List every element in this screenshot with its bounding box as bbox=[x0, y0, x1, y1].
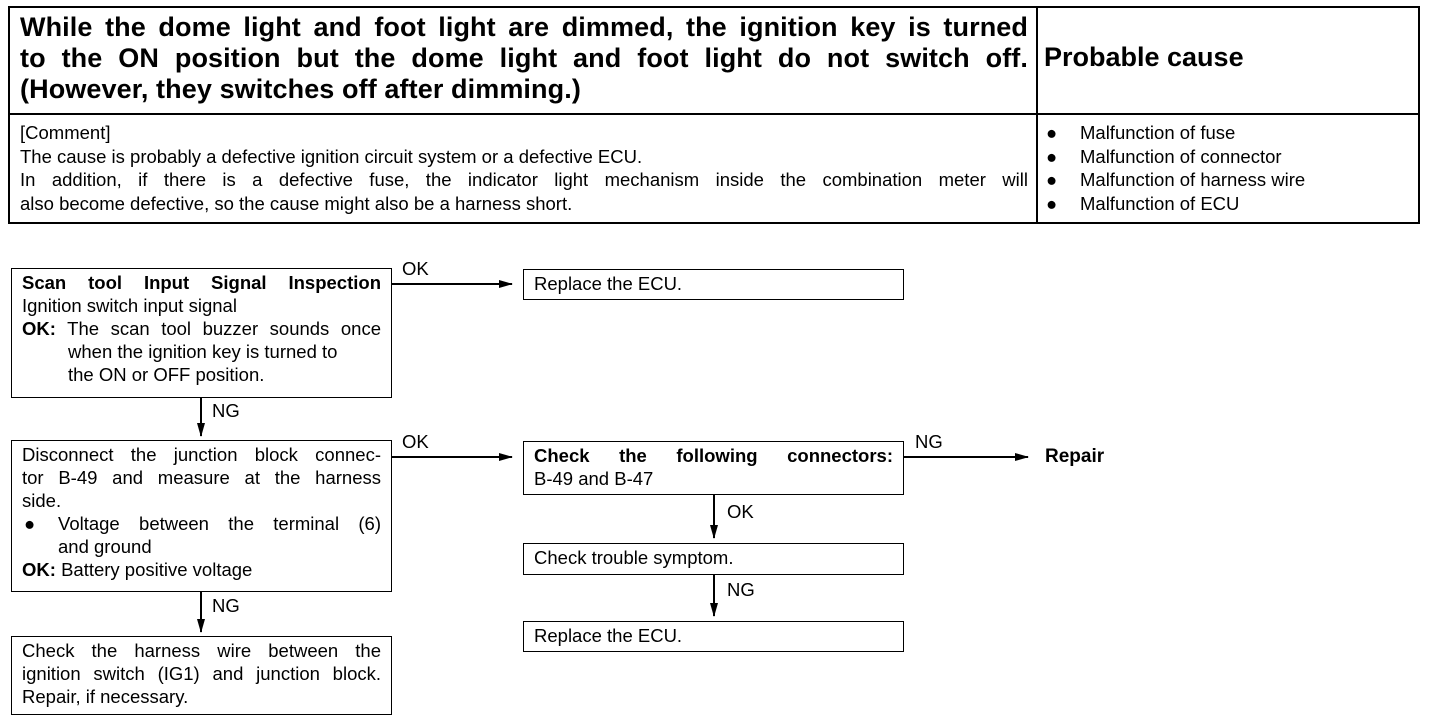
box-text: Battery positive voltage bbox=[61, 559, 253, 580]
box-text: Voltage between the terminal (6) bbox=[58, 513, 381, 534]
comment-line: [Comment] bbox=[20, 122, 111, 143]
table-row-divider bbox=[8, 113, 1420, 115]
box-text: Replace the ECU. bbox=[534, 625, 683, 646]
comment-line: In addition, if there is a defective fus… bbox=[20, 169, 1028, 190]
box-text: side. bbox=[22, 490, 62, 511]
table-column-divider bbox=[1036, 6, 1038, 224]
replace-ecu-box-1: Replace the ECU. bbox=[523, 269, 904, 300]
box-text: Disconnect the junction block connec- bbox=[22, 444, 381, 465]
cause-item: ● Malfunction of harness wire bbox=[1046, 168, 1406, 192]
symptom-title-line: While the dome light and foot light are … bbox=[20, 12, 1028, 42]
box-text: tor B-49 and measure at the harness bbox=[22, 467, 381, 488]
check-trouble-symptom-box: Check trouble symptom. bbox=[523, 543, 904, 575]
box-text: Ignition switch input signal bbox=[22, 295, 237, 316]
ok-label: OK bbox=[402, 431, 429, 452]
bullet-icon: ● bbox=[1046, 122, 1058, 143]
box-text: B-49 and B-47 bbox=[534, 468, 654, 489]
check-connectors-box: Check the following connectors: B-49 and… bbox=[523, 441, 904, 495]
ng-label: NG bbox=[727, 579, 755, 600]
comment-line: also become defective, so the cause migh… bbox=[20, 192, 573, 214]
ok-label: OK: bbox=[22, 559, 56, 580]
box-title: Scan tool Input Signal Inspection bbox=[22, 272, 381, 293]
comment-line: The cause is probably a defective igniti… bbox=[20, 145, 643, 167]
bullet-icon: ● bbox=[1046, 145, 1058, 167]
harness-wire-check-box: Check the harness wire between the ignit… bbox=[11, 636, 392, 715]
box-ok-line: OK: The scan tool buzzer sounds once bbox=[22, 317, 381, 340]
ng-label: NG bbox=[212, 595, 240, 616]
cause-item: ● Malfunction of fuse bbox=[1046, 121, 1406, 145]
box-text: Check trouble symptom. bbox=[534, 547, 734, 568]
comment-block: [Comment] The cause is probably a defect… bbox=[20, 121, 1028, 215]
ng-label: NG bbox=[915, 431, 943, 452]
box-text: Repair, if necessary. bbox=[22, 686, 189, 707]
junction-block-measure-box: Disconnect the junction block connec- to… bbox=[11, 440, 392, 592]
box-text: and ground bbox=[58, 536, 152, 557]
box-text: The scan tool buzzer sounds once bbox=[67, 318, 381, 339]
cause-item: ● Malfunction of connector bbox=[1046, 145, 1406, 169]
scan-tool-inspection-box: Scan tool Input Signal Inspection Igniti… bbox=[11, 268, 392, 398]
box-title: Check the following connectors: bbox=[534, 445, 893, 466]
replace-ecu-box-2: Replace the ECU. bbox=[523, 621, 904, 652]
box-bullet-line: ● Voltage between the terminal (6) bbox=[22, 512, 381, 535]
bullet-icon: ● bbox=[1046, 169, 1058, 190]
box-text: the ON or OFF position. bbox=[68, 364, 265, 385]
cause-text: Malfunction of ECU bbox=[1080, 192, 1240, 214]
box-text: Check the harness wire between the bbox=[22, 640, 381, 661]
symptom-title: While the dome light and foot light are … bbox=[20, 12, 1028, 105]
cause-item: ● Malfunction of ECU bbox=[1046, 192, 1406, 216]
symptom-table bbox=[8, 6, 1420, 224]
box-text: when the ignition key is turned to bbox=[68, 341, 338, 362]
probable-cause-heading: Probable cause bbox=[1044, 42, 1244, 72]
cause-text: Malfunction of fuse bbox=[1080, 122, 1236, 143]
ok-label: OK bbox=[402, 258, 429, 279]
ok-label: OK: bbox=[22, 318, 56, 339]
box-text: Replace the ECU. bbox=[534, 273, 683, 294]
ok-label: OK bbox=[727, 501, 754, 522]
symptom-title-line: to the ON position but the dome light an… bbox=[20, 43, 1028, 73]
cause-text: Malfunction of connector bbox=[1080, 145, 1282, 167]
ng-label: NG bbox=[212, 400, 240, 421]
box-text: ignition switch (IG1) and junction block… bbox=[22, 663, 381, 684]
symptom-title-line: (However, they switches off after dimmin… bbox=[20, 74, 581, 104]
bullet-icon: ● bbox=[1046, 192, 1058, 214]
repair-label: Repair bbox=[1045, 446, 1105, 467]
bullet-icon: ● bbox=[24, 513, 36, 534]
cause-text: Malfunction of harness wire bbox=[1080, 169, 1306, 190]
probable-cause-list: ● Malfunction of fuse ● Malfunction of con… bbox=[1046, 121, 1406, 215]
box-ok-line: OK: Battery positive voltage bbox=[22, 558, 381, 581]
